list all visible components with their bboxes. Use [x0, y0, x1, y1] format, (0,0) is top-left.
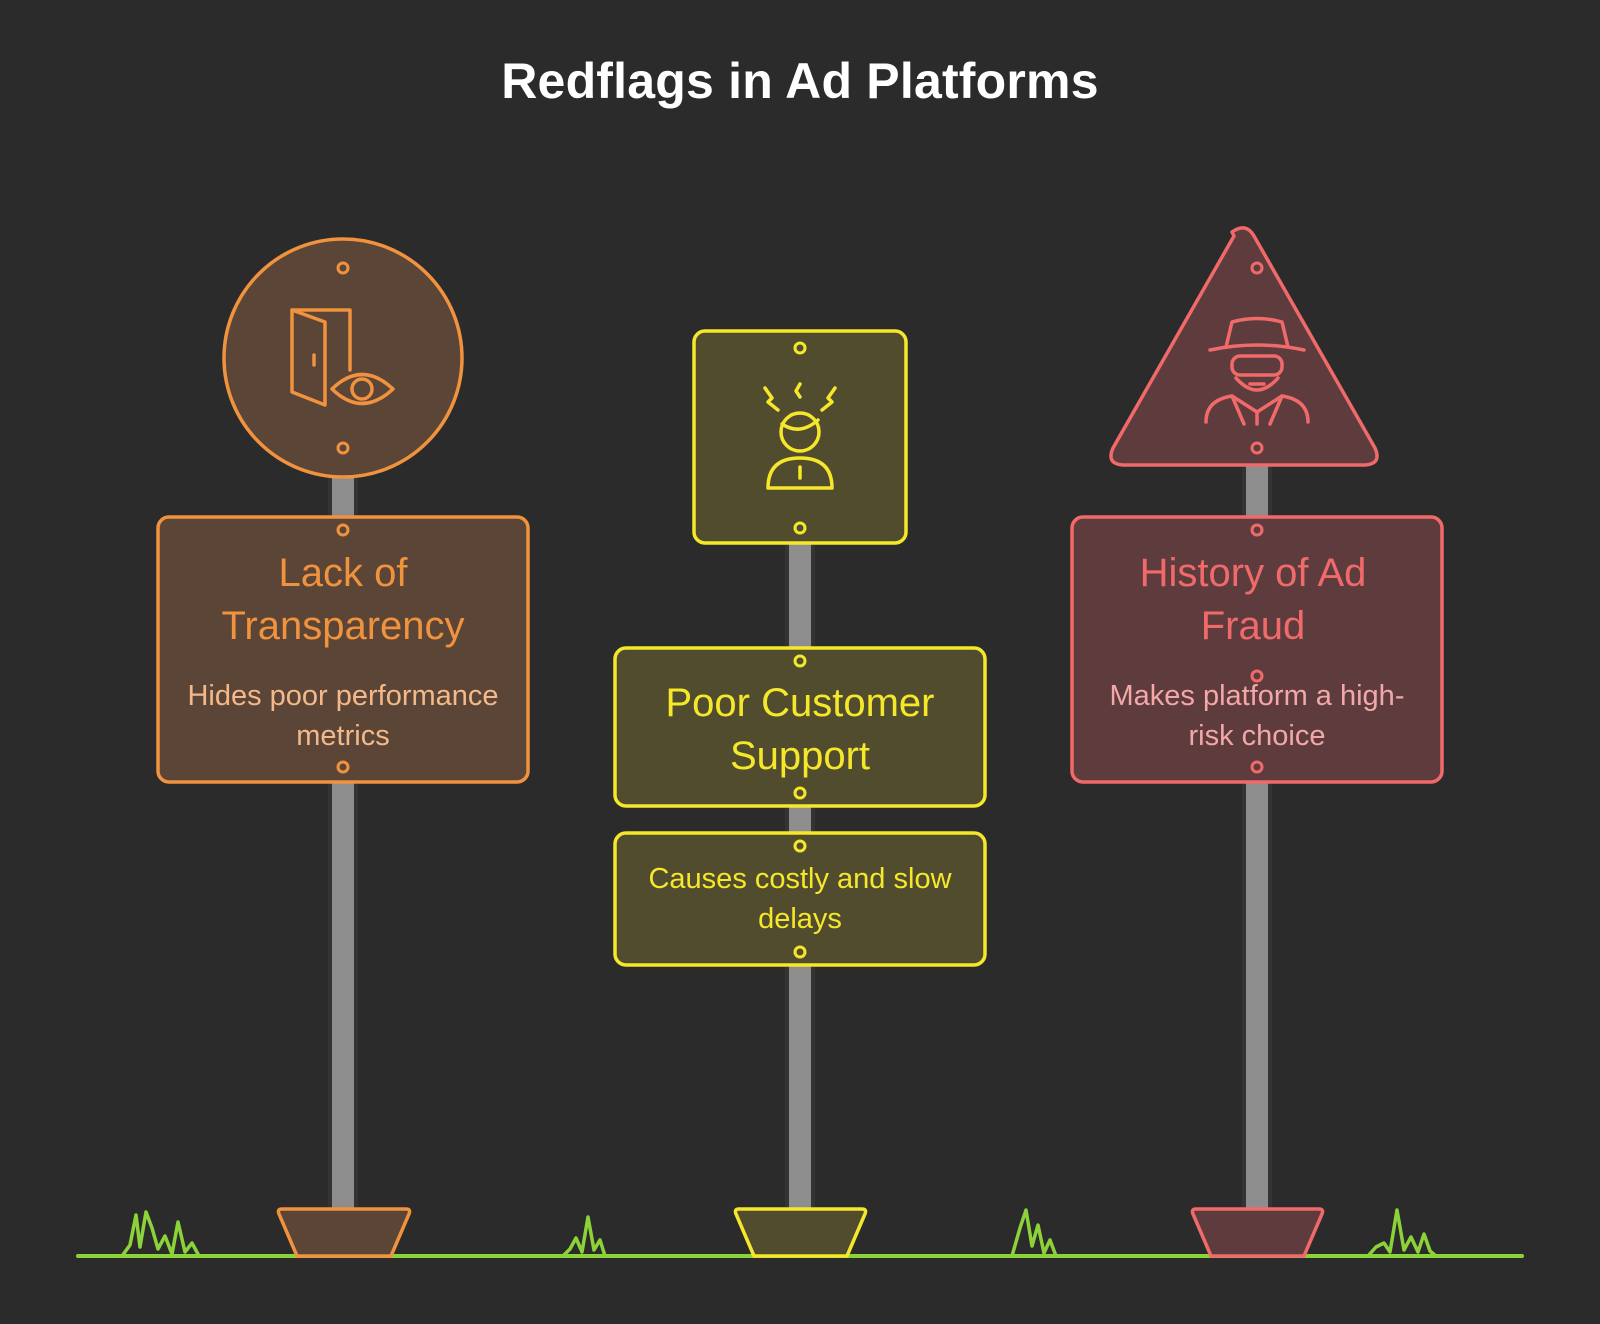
sign-board	[156, 515, 530, 784]
pole-base	[733, 1207, 868, 1258]
rivet	[1250, 261, 1264, 275]
spy-icon	[1204, 316, 1310, 426]
sign-title-fraud: History of Ad Fraud	[1139, 551, 1367, 648]
sign-description-support: Causes costly and slow delays	[648, 863, 952, 935]
sign-board	[613, 831, 987, 967]
rivet	[1250, 441, 1264, 455]
grass-tuft	[120, 1210, 201, 1258]
rivet	[336, 261, 350, 275]
round-sign	[222, 237, 464, 479]
grass-tuft	[561, 1215, 607, 1258]
rivet	[336, 523, 350, 537]
rivet	[793, 839, 807, 853]
grass-tuft	[1366, 1208, 1438, 1258]
rivet	[1250, 669, 1264, 683]
sign-board	[1070, 515, 1444, 784]
rivet	[1250, 760, 1264, 774]
sign-title-transparency: Lack of Transparency	[221, 551, 465, 648]
rivet	[336, 760, 350, 774]
pole-base	[1190, 1207, 1325, 1258]
rivet	[793, 945, 807, 959]
sign-board	[613, 646, 987, 808]
frustrated-person-icon	[763, 382, 837, 490]
door-eye-icon	[290, 308, 395, 407]
sign-description-fraud: Makes platform a high-risk choice	[1109, 680, 1405, 752]
rivet	[793, 786, 807, 800]
rivet	[793, 521, 807, 535]
rivet	[336, 441, 350, 455]
pole-base	[276, 1207, 412, 1258]
square-sign	[692, 329, 908, 545]
page-title: Redflags in Ad Platforms	[501, 53, 1099, 109]
rivet	[793, 341, 807, 355]
sign-title-support: Poor Customer Support	[665, 681, 935, 778]
grass-tuft	[1010, 1208, 1058, 1258]
sign-description-transparency: Hides poor performance metrics	[187, 680, 499, 752]
rivet	[793, 654, 807, 668]
rivet	[1250, 523, 1264, 537]
